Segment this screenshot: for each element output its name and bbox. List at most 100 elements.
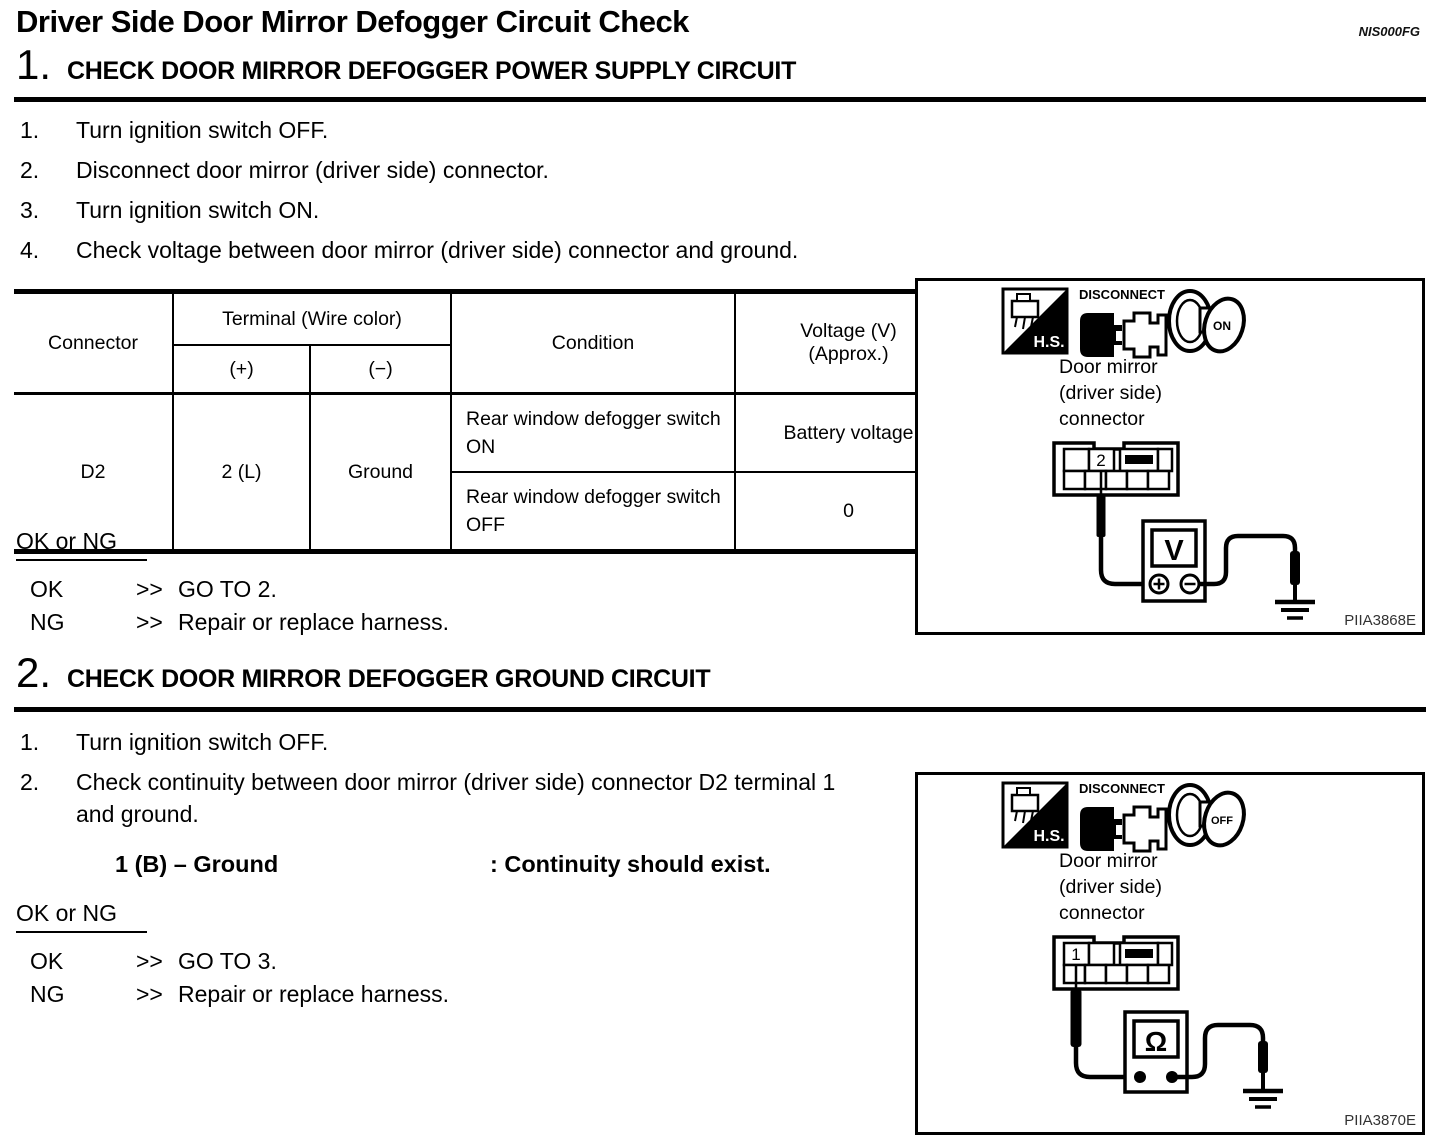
cell-connector: D2 — [14, 393, 174, 552]
step-text: Turn ignition switch OFF. — [76, 117, 329, 143]
result-row: NG >> Repair or replace harness. — [16, 606, 449, 639]
ignition-key-off-icon: OFF — [1167, 783, 1246, 848]
connector-caption-line1: Door mirror — [1059, 850, 1158, 872]
procedure-step: 1. Turn ignition switch OFF. — [20, 726, 876, 758]
step-number: 2. — [20, 769, 40, 795]
section1-heading: 1. CHECK DOOR MIRROR DEFOGGER POWER SUPP… — [16, 44, 796, 86]
voltage-check-diagram: H.S. DISCONNECT ON Door mirror (driver s… — [1001, 287, 1416, 629]
okng-label: OK or NG — [16, 900, 147, 933]
cell-terminal-plus: 2 (L) — [172, 393, 311, 552]
step-text: Check voltage between door mirror (drive… — [76, 237, 799, 263]
test-probe-left — [1096, 471, 1148, 587]
spec-requirement: : Continuity should exist. — [490, 851, 771, 877]
ground-lead — [1199, 533, 1315, 620]
result-key: NG — [30, 609, 65, 635]
voltage-spec-table: Connector Terminal (Wire color) Conditio… — [14, 289, 961, 554]
section-divider — [14, 707, 1426, 712]
result-arrow: >> — [136, 576, 163, 602]
hs-icon: H.S. — [1001, 781, 1069, 849]
voltage-header-line1: Voltage (V) — [800, 320, 897, 342]
result-arrow: >> — [136, 609, 163, 635]
ohmmeter-icon: Ω — [1123, 1010, 1189, 1094]
connector-caption-line3: connector — [1059, 408, 1145, 430]
procedure-step: 2. Check continuity between door mirror … — [20, 766, 876, 830]
result-action: GO TO 2. — [178, 576, 277, 602]
procedure-step: 1. Turn ignition switch OFF. — [20, 114, 798, 146]
section-divider — [14, 97, 1426, 102]
pin-number-label: 2 — [1096, 451, 1105, 470]
procedure-step: 4. Check voltage between door mirror (dr… — [20, 234, 798, 266]
result-arrow: >> — [136, 981, 163, 1007]
connector-caption-line2: (driver side) — [1059, 876, 1162, 898]
table-header-condition: Condition — [450, 291, 736, 395]
voltage-header-line2: (Approx.) — [808, 343, 889, 365]
door-mirror-connector-drawing: 1 — [1052, 935, 1180, 991]
result-key: OK — [30, 576, 64, 602]
figure-voltage-check: H.S. DISCONNECT ON Door mirror (driver s… — [915, 278, 1425, 635]
document-code: NIS000FG — [1358, 24, 1420, 39]
connector-caption-line2: (driver side) — [1059, 382, 1162, 404]
hs-icon: H.S. — [1001, 287, 1069, 355]
connector-caption-line3: connector — [1059, 902, 1145, 924]
section-title: CHECK DOOR MIRROR DEFOGGER GROUND CIRCUI… — [67, 665, 711, 693]
result-row: OK >> GO TO 3. — [16, 945, 449, 978]
cell-condition: Rear window defogger switch ON — [450, 393, 736, 473]
door-mirror-connector-drawing: 2 — [1052, 441, 1180, 497]
figure-continuity-check: H.S. DISCONNECT OFF Door mirror (driver … — [915, 772, 1425, 1135]
ground-lead — [1172, 1022, 1283, 1109]
section-number: 1. — [16, 41, 52, 88]
cell-terminal-minus: Ground — [309, 393, 452, 552]
voltmeter-icon: V — [1141, 519, 1207, 603]
disconnect-icon: DISCONNECT — [1079, 781, 1168, 853]
disconnect-icon: DISCONNECT — [1079, 287, 1168, 359]
okng-label: OK or NG — [16, 528, 147, 561]
step-number: 4. — [20, 237, 40, 263]
figure-code: PIIA3870E — [1344, 1112, 1416, 1129]
page-title: Driver Side Door Mirror Defogger Circuit… — [16, 4, 689, 39]
disconnect-icon-label: DISCONNECT — [1079, 781, 1165, 796]
test-probe-left — [1070, 965, 1140, 1080]
section-title: CHECK DOOR MIRROR DEFOGGER POWER SUPPLY … — [67, 57, 797, 85]
procedure-step: 2. Disconnect door mirror (driver side) … — [20, 154, 798, 186]
section2-result: OK or NG OK >> GO TO 3. NG >> Repair or … — [16, 900, 449, 1011]
pin-number-label: 1 — [1071, 945, 1080, 964]
result-action: Repair or replace harness. — [178, 609, 450, 635]
ignition-key-on-icon: ON — [1167, 289, 1246, 354]
result-action: GO TO 3. — [178, 948, 277, 974]
cell-condition: Rear window defogger switch OFF — [450, 472, 736, 552]
section2-heading: 2. CHECK DOOR MIRROR DEFOGGER GROUND CIR… — [16, 649, 711, 696]
step-text: Check continuity between door mirror (dr… — [76, 769, 836, 827]
continuity-spec: 1 (B) – Ground : Continuity should exist… — [115, 851, 771, 878]
section1-result: OK or NG OK >> GO TO 2. NG >> Repair or … — [16, 528, 449, 639]
procedure-step: 3. Turn ignition switch ON. — [20, 194, 798, 226]
step-number: 3. — [20, 197, 40, 223]
continuity-check-diagram: H.S. DISCONNECT OFF Door mirror (driver … — [1001, 781, 1416, 1129]
table-header-terminal: Terminal (Wire color) — [172, 291, 452, 346]
ignition-state-label: ON — [1213, 319, 1231, 333]
section2-steps: 1. Turn ignition switch OFF. 2. Check co… — [20, 726, 876, 838]
result-row: NG >> Repair or replace harness. — [16, 978, 449, 1011]
step-number: 1. — [20, 117, 40, 143]
result-row: OK >> GO TO 2. — [16, 573, 449, 606]
step-text: Disconnect door mirror (driver side) con… — [76, 157, 549, 183]
section1-steps: 1. Turn ignition switch OFF. 2. Disconne… — [20, 114, 798, 274]
result-key: OK — [30, 948, 64, 974]
ignition-state-label: OFF — [1211, 815, 1233, 827]
connector-caption-line1: Door mirror — [1059, 356, 1158, 378]
table-header-minus: (−) — [309, 344, 452, 395]
step-number: 1. — [20, 729, 40, 755]
hs-icon-label: H.S. — [1033, 334, 1064, 351]
result-action: Repair or replace harness. — [178, 981, 450, 1007]
result-key: NG — [30, 981, 65, 1007]
hs-icon-label: H.S. — [1033, 828, 1064, 845]
spec-terminals: 1 (B) – Ground — [115, 851, 279, 877]
section-number: 2. — [16, 649, 52, 696]
step-number: 2. — [20, 157, 40, 183]
meter-symbol: V — [1164, 535, 1184, 567]
disconnect-icon-label: DISCONNECT — [1079, 287, 1165, 302]
result-arrow: >> — [136, 948, 163, 974]
meter-symbol: Ω — [1145, 1026, 1167, 1057]
table-header-connector: Connector — [14, 291, 174, 395]
step-text: Turn ignition switch OFF. — [76, 729, 329, 755]
